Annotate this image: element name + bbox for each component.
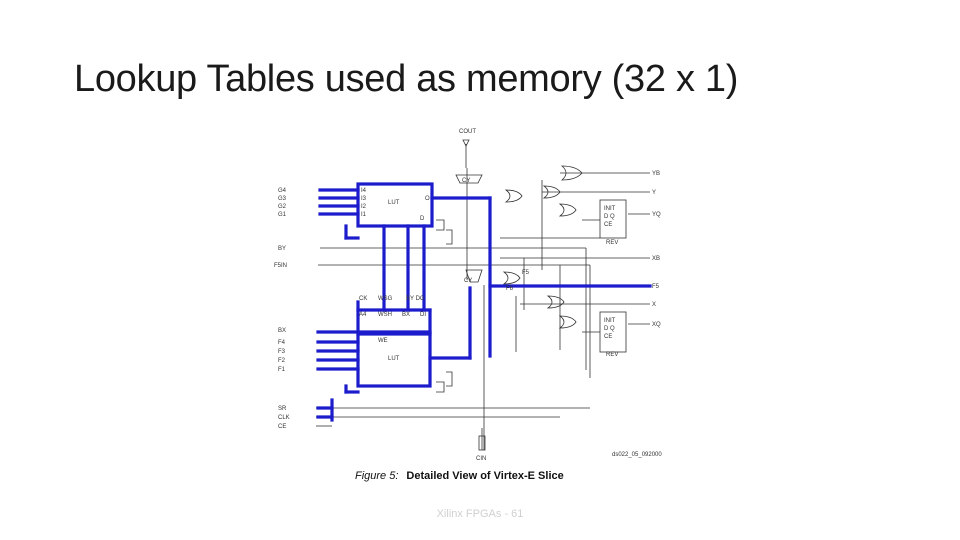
input-ce: CE [278,424,286,430]
port-di: DI [420,312,426,318]
figure-id-code: ds022_05_092000 [612,452,662,458]
mux-cy-mid: CY [464,278,472,284]
input-g4: G4 [278,188,287,194]
ff-top-dq: D Q [604,214,615,220]
figure-caption: Figure 5: Detailed View of Virtex-E Slice [355,470,564,482]
mux-f6: F6 [506,286,514,292]
output-xb: XB [652,256,660,262]
virtex-e-slice-diagram: COUT CIN G4 G3 G2 G1 BY F5IN BX F4 F3 F2… [274,129,662,462]
output-xq: XQ [652,322,661,328]
lut-top-label: LUT [388,200,400,206]
ff-top-rev: REV [606,240,618,246]
port-a4: A4 [359,312,367,318]
input-bx: BX [278,328,286,334]
pin-i4-top: I4 [361,188,367,194]
cin-label: CIN [476,456,486,462]
pin-i2-top: I2 [361,204,367,210]
ff-top-init: INIT [604,206,616,212]
slide-title: Lookup Tables used as memory (32 x 1) [74,58,739,100]
slide-footer: Xilinx FPGAs - 61 [436,508,524,520]
ff-bot-ce: CE [604,334,612,340]
input-g1: G1 [278,212,287,218]
pin-o-top: O [425,196,430,202]
input-clk: CLK [278,415,290,421]
figure-label: Figure 5: [355,470,399,482]
port-we: WE [378,338,388,344]
port-ck: CK [359,296,367,302]
input-g2: G2 [278,204,287,210]
pin-i3-top: I3 [361,196,367,202]
output-yb: YB [652,171,660,177]
port-wsh: WSH [378,312,392,318]
cout-label: COUT [459,129,476,135]
input-g3: G3 [278,196,287,202]
output-y: Y [652,190,656,196]
output-f5: F5 [652,284,660,290]
input-f3: F3 [278,349,286,355]
output-yq: YQ [652,212,661,218]
pin-d-top: D [420,216,425,222]
lut-bottom-label: LUT [388,356,400,362]
ff-bot-dq: D Q [604,326,615,332]
input-f5in: F5IN [274,263,287,269]
input-by: BY [278,246,286,252]
input-f2: F2 [278,358,286,364]
figure-caption-text: Detailed View of Virtex-E Slice [406,470,564,482]
mux-f5: F5 [522,270,530,276]
pin-i1-top: I1 [361,212,367,218]
port-by-dg: BY DG [406,296,425,302]
port-wsg: WSG [378,296,393,302]
ff-bot-rev: REV [606,352,618,358]
mux-cy-top: CY [462,178,470,184]
output-x: X [652,302,656,308]
ff-top-ce: CE [604,222,612,228]
input-sr: SR [278,406,287,412]
ff-bot-init: INIT [604,318,616,324]
port-bx: BX [402,312,410,318]
input-f1: F1 [278,367,286,373]
input-f4: F4 [278,340,286,346]
